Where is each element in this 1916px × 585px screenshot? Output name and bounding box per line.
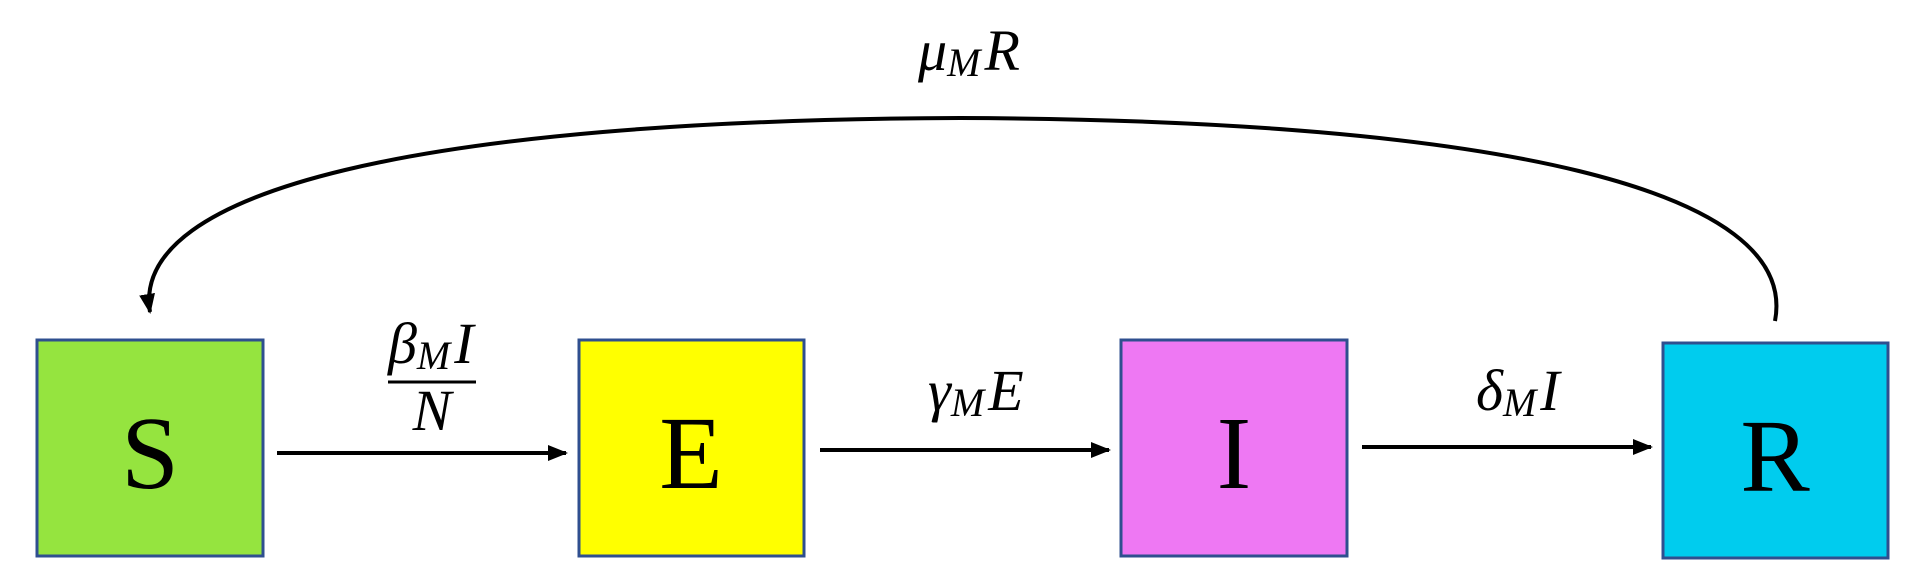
compartment-i-label: I	[1217, 396, 1252, 511]
transition-i-to-r: δMI	[1362, 358, 1653, 455]
compartment-r-label: R	[1740, 399, 1810, 514]
compartment-s-box	[35, 338, 265, 558]
i-to-r-rate: δMI	[1476, 358, 1562, 425]
transition-s-to-e: βMI N	[277, 311, 568, 461]
s-to-e-rate-denominator: N	[412, 378, 455, 443]
compartment-s-label: S	[121, 396, 179, 511]
compartment-i: I	[1119, 338, 1349, 558]
compartment-r: R	[1661, 341, 1890, 560]
r-to-s-arrow	[139, 115, 1779, 322]
transition-r-to-s: μMR	[139, 18, 1779, 322]
e-to-i-rate: γME	[928, 358, 1024, 425]
compartment-i-box	[1119, 338, 1349, 558]
compartment-e-box	[577, 338, 806, 558]
s-to-e-rate-numerator: βMI	[387, 311, 476, 378]
compartment-s: S	[35, 338, 265, 558]
compartment-e: E	[577, 338, 806, 558]
compartment-e-label: E	[659, 396, 723, 511]
transition-e-to-i: γME	[820, 358, 1111, 458]
r-to-s-rate: μMR	[917, 18, 1020, 85]
compartment-r-box	[1661, 341, 1890, 560]
